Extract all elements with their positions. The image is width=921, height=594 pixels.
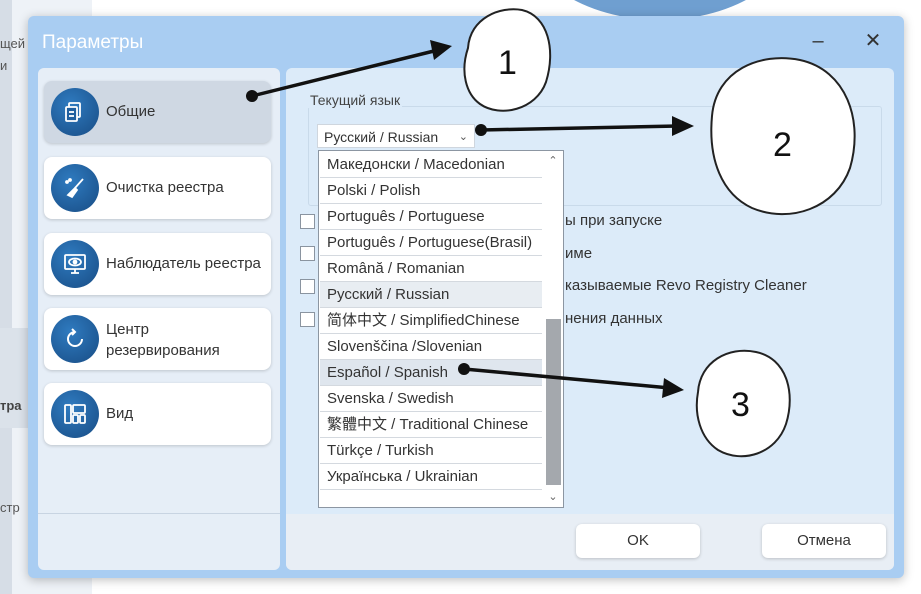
monitor-eye-icon <box>51 240 99 288</box>
language-option[interactable]: 简体中文 / SimplifiedChinese <box>327 312 520 329</box>
option-separator <box>320 437 542 438</box>
language-option[interactable]: Türkçe / Turkish <box>327 442 434 459</box>
sidebar-item-label: Общие <box>106 103 156 120</box>
settings-sidebar: Общие Очистка реестра Наблюдатель ре <box>38 68 280 570</box>
backup-refresh-icon <box>51 315 99 363</box>
background-text-fragment: щей <box>0 36 26 51</box>
document-icon <box>51 88 99 136</box>
language-group-label: Текущий язык <box>308 92 403 108</box>
sidebar-item-registry-cleaner[interactable]: Очистка реестра <box>44 157 271 219</box>
chevron-up-icon[interactable]: ⌃ <box>548 155 558 167</box>
checkbox-startup-label: ы при запуске <box>565 212 663 229</box>
background-strip <box>0 0 12 594</box>
option-separator <box>320 359 542 360</box>
option-separator <box>320 463 542 464</box>
language-select-value: Русский / Russian <box>324 129 439 145</box>
sidebar-item-label: Центр резервирования <box>106 321 220 359</box>
broom-icon <box>51 164 99 212</box>
language-option[interactable]: Português / Portuguese(Brasil) <box>327 234 533 251</box>
annotation-number-2: 2 <box>773 126 792 164</box>
option-separator <box>320 177 542 178</box>
option-separator <box>320 203 542 204</box>
dialog-footer: OK Отмена <box>286 514 894 570</box>
language-option[interactable]: 繁體中文 / Traditional Chinese <box>327 416 529 433</box>
chevron-down-icon: ⌄ <box>458 131 468 143</box>
language-dropdown-list: Македонски / Macedonian Polski / Polish … <box>318 150 564 508</box>
language-option-selected[interactable]: Русский / Russian <box>320 282 542 307</box>
option-separator <box>320 489 542 490</box>
language-group <box>308 106 882 206</box>
background-text-fragment: и <box>0 58 8 73</box>
layout-icon <box>51 390 99 438</box>
dialog-title: Параметры <box>42 32 144 53</box>
close-button[interactable]: ✕ <box>864 30 882 52</box>
option-separator <box>320 385 542 386</box>
sidebar-item-view[interactable]: Вид <box>44 383 271 445</box>
language-option[interactable]: Português / Portuguese <box>327 208 485 225</box>
language-select[interactable]: Русский / Russian ⌄ <box>317 124 475 148</box>
annotation-number-3: 3 <box>731 386 750 424</box>
scrollbar-thumb[interactable] <box>546 319 561 485</box>
checkbox-startup[interactable] <box>300 214 315 229</box>
sidebar-divider <box>38 513 280 514</box>
checkbox-shown-items-label: казываемые Revo Registry Cleaner <box>565 277 807 294</box>
annotation-number-1: 1 <box>498 44 517 82</box>
sidebar-item-label: Наблюдатель реестра <box>106 255 261 272</box>
option-separator <box>320 281 542 282</box>
language-option[interactable]: Polski / Polish <box>327 182 421 199</box>
language-option[interactable]: Slovenščina /Slovenian <box>327 338 483 355</box>
sidebar-item-backup-center[interactable]: Центр резервирования <box>44 308 271 370</box>
checkbox-mode[interactable] <box>300 246 315 261</box>
ok-button[interactable]: OK <box>576 524 700 558</box>
background-text-fragment: стр <box>0 500 20 515</box>
dropdown-scrollbar[interactable]: ⌃ ⌄ <box>543 151 563 507</box>
checkbox-data-save[interactable] <box>300 312 315 327</box>
language-option[interactable]: Українська / Ukrainian <box>327 468 478 485</box>
option-separator <box>320 229 542 230</box>
cancel-button[interactable]: Отмена <box>762 524 886 558</box>
sidebar-item-label: Вид <box>106 405 134 422</box>
chevron-down-icon[interactable]: ⌄ <box>548 491 558 503</box>
sidebar-item-label: Очистка реестра <box>106 179 224 196</box>
checkbox-shown-items[interactable] <box>300 279 315 294</box>
checkbox-mode-label: име <box>565 245 593 262</box>
language-option-hovered[interactable]: Español / Spanish <box>320 360 542 385</box>
sidebar-item-general[interactable]: Общие <box>44 81 271 143</box>
minimize-button[interactable]: – <box>812 30 824 52</box>
option-separator <box>320 255 542 256</box>
background-text-fragment: тра <box>0 398 22 413</box>
sidebar-item-registry-monitor[interactable]: Наблюдатель реестра <box>44 233 271 295</box>
language-option[interactable]: Македонски / Macedonian <box>327 156 505 173</box>
option-separator <box>320 307 542 308</box>
language-option[interactable]: Română / Romanian <box>327 260 465 277</box>
option-separator <box>320 411 542 412</box>
option-separator <box>320 333 542 334</box>
language-option[interactable]: Svenska / Swedish <box>327 390 454 407</box>
checkbox-data-save-label: нения данных <box>565 310 663 327</box>
